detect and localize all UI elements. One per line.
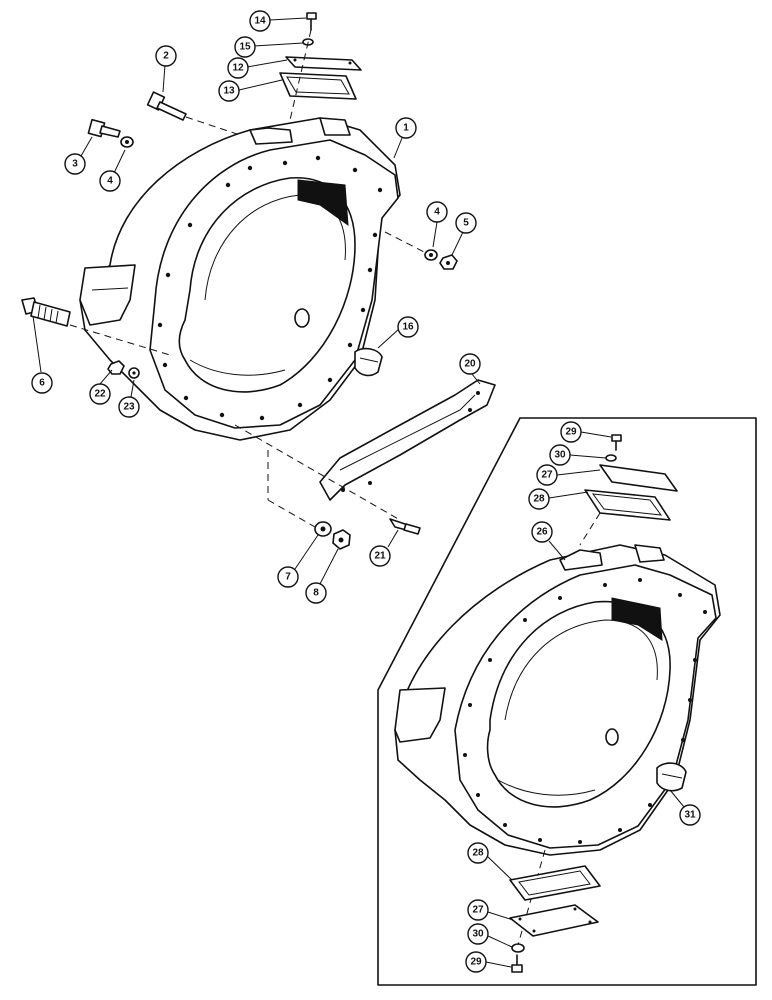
svg-text:5: 5 (463, 218, 469, 229)
washer-7 (314, 521, 332, 537)
bottom-fastener-alignment-2 (267, 499, 316, 528)
svg-text:30: 30 (554, 450, 566, 461)
callout-29-bottom: 29 (465, 951, 487, 973)
cap-screw-21 (389, 518, 421, 535)
svg-text:27: 27 (472, 905, 484, 916)
callout-3: 3 (64, 153, 86, 175)
callout-6: 6 (31, 372, 53, 394)
callout-22: 22 (89, 383, 111, 405)
callout-27-top: 27 (536, 464, 558, 486)
svg-text:29: 29 (565, 427, 577, 438)
svg-text:21: 21 (374, 551, 386, 562)
callout-29-top: 29 (560, 421, 582, 443)
nut-5 (439, 254, 458, 270)
callout-1: 1 (395, 117, 417, 139)
callout-16: 16 (397, 316, 419, 338)
callout-7: 7 (277, 566, 299, 588)
callout-5: 5 (455, 212, 477, 234)
svg-text:12: 12 (232, 63, 244, 74)
svg-text:3: 3 (72, 159, 78, 170)
right-fastener-alignment (384, 231, 431, 256)
inset-lower-cover-plate (509, 904, 599, 937)
svg-text:4: 4 (107, 176, 113, 187)
inset-upper-lock-washer (605, 454, 617, 462)
inset-cover-alignment (579, 512, 601, 546)
callout-8: 8 (305, 582, 327, 604)
svg-text:6: 6 (39, 378, 45, 389)
svg-text:14: 14 (254, 16, 266, 27)
svg-text:28: 28 (533, 494, 545, 505)
callout-30-bottom: 30 (467, 923, 489, 945)
stud-alignment (69, 324, 171, 356)
svg-text:31: 31 (684, 810, 696, 821)
svg-text:22: 22 (94, 389, 106, 400)
svg-text:13: 13 (223, 86, 235, 97)
callout-27-bottom: 27 (467, 899, 489, 921)
callout-13: 13 (218, 80, 240, 102)
shield-alignment (234, 424, 401, 521)
washer-23 (128, 367, 140, 379)
callout-21: 21 (369, 545, 391, 567)
callout-30-top: 30 (549, 444, 571, 466)
flywheel-housing-main (79, 117, 401, 441)
callout-28-bottom: 28 (467, 842, 489, 864)
pipe-plug-16 (354, 347, 383, 377)
svg-text:26: 26 (536, 527, 548, 538)
inset-lower-lock-washer (511, 943, 525, 953)
inset-lower-cap-screw (511, 954, 523, 973)
cap-screw-2 (146, 91, 187, 121)
cap-screw-3 (87, 118, 121, 138)
svg-text:8: 8 (313, 588, 319, 599)
svg-text:16: 16 (402, 322, 414, 333)
inset-upper-cover-plate (599, 464, 678, 492)
callout-14: 14 (249, 10, 271, 32)
svg-text:29: 29 (470, 957, 482, 968)
washer-4-right (424, 249, 438, 261)
washer-4-left (120, 136, 134, 148)
svg-text:23: 23 (123, 402, 135, 413)
svg-text:4: 4 (434, 207, 440, 218)
inset-frame (377, 417, 757, 986)
leader-lines (32, 17, 685, 968)
svg-text:2: 2 (163, 51, 169, 62)
inset-upper-cap-screw (611, 434, 622, 451)
svg-text:27: 27 (541, 470, 553, 481)
inset-lower-gasket (509, 865, 601, 901)
callout-23: 23 (118, 396, 140, 418)
callout-31: 31 (679, 804, 701, 826)
callout-12: 12 (227, 57, 249, 79)
svg-text:15: 15 (239, 42, 251, 53)
callout-26: 26 (531, 521, 553, 543)
callout-15: 15 (234, 36, 256, 58)
svg-text:20: 20 (464, 359, 476, 370)
callout-4-left: 4 (99, 170, 121, 192)
nut-8 (332, 529, 351, 550)
flywheel-housing-inset (394, 544, 721, 856)
callout-28-top: 28 (528, 488, 550, 510)
upper-cover-plate (285, 56, 362, 71)
upper-cover-gasket (279, 72, 357, 100)
svg-text:28: 28 (472, 848, 484, 859)
inset-upper-gasket (584, 489, 671, 521)
svg-text:30: 30 (472, 929, 484, 940)
inset-pipe-plug-31 (656, 762, 687, 792)
cover-alignment-line (289, 29, 312, 121)
callout-2: 2 (155, 45, 177, 67)
svg-text:7: 7 (285, 572, 291, 583)
callout-20: 20 (459, 353, 481, 375)
svg-text:1: 1 (403, 123, 409, 134)
stud-6 (21, 297, 71, 327)
callout-4-right: 4 (426, 201, 448, 223)
shield-plate-20 (319, 379, 496, 501)
upper-cap-screw (306, 12, 317, 31)
